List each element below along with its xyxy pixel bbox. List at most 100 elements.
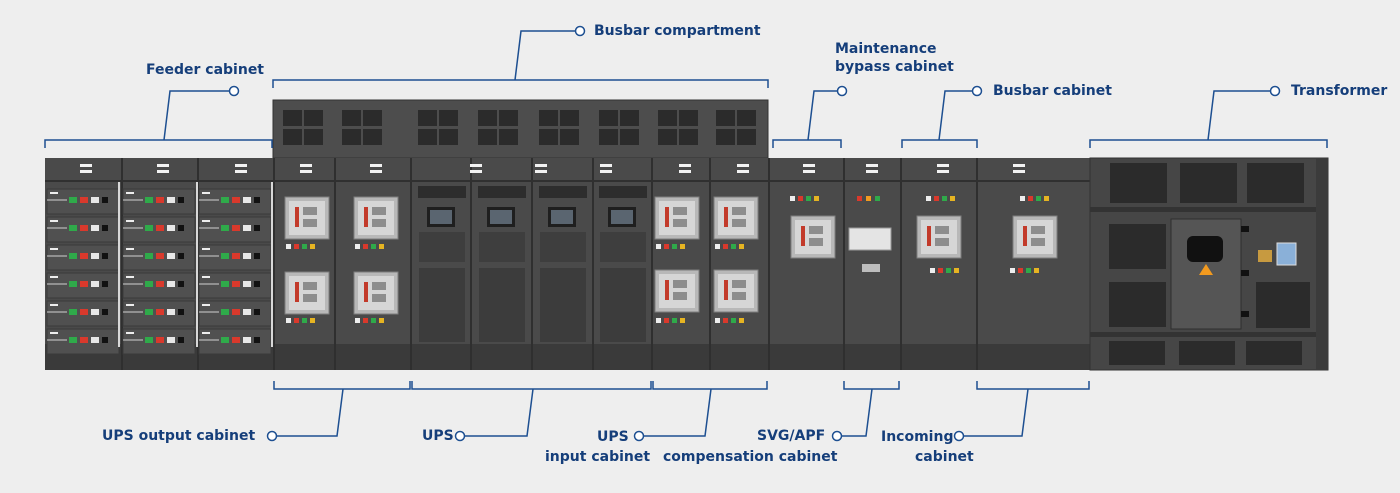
ups-screen <box>490 210 512 224</box>
indicator-red <box>80 225 88 231</box>
door-hinge <box>1241 226 1249 232</box>
switch-knob <box>254 225 260 231</box>
indicator-row <box>355 318 384 323</box>
indicator-yellow <box>379 244 384 249</box>
vent-slot <box>679 129 698 145</box>
indicator-row <box>286 318 315 323</box>
cabinet-divider <box>121 158 123 370</box>
breaker-handle-red <box>665 207 669 227</box>
vent-slot <box>716 129 735 145</box>
indicator-green <box>221 253 229 259</box>
indicator-white <box>91 253 99 259</box>
indicator-yellow <box>739 244 744 249</box>
label-marker <box>831 430 843 442</box>
indicator-green <box>875 196 880 201</box>
breaker-face <box>358 201 394 235</box>
vent-slot <box>342 129 361 145</box>
ups-unit <box>418 186 466 342</box>
label-maintenance-bypass-line1: Maintenance <box>835 41 937 57</box>
indicator-row <box>656 318 685 323</box>
indicator-green <box>145 281 153 287</box>
label-ups-input-line1: UPS <box>597 429 629 445</box>
breaker-panel <box>809 226 823 234</box>
vent-slot <box>716 110 735 126</box>
breaker-module <box>284 271 330 315</box>
ups-door-panel <box>540 268 586 342</box>
drawer-label <box>50 332 58 334</box>
indicator-red <box>934 196 939 201</box>
indicator-red <box>232 281 240 287</box>
breaker-panel <box>732 207 746 215</box>
indicator-white <box>286 244 291 249</box>
breaker-panel <box>673 292 687 300</box>
bracket-busbar-compartment <box>272 79 769 88</box>
label-busbar-cabinet: Busbar cabinet <box>993 83 1112 99</box>
vent-grille <box>418 110 458 145</box>
transformer-vent <box>1179 341 1235 365</box>
indicator-white <box>243 309 251 315</box>
cabinet-tag <box>470 170 482 173</box>
breaker-face <box>718 274 754 308</box>
indicator-white <box>91 309 99 315</box>
indicator-row <box>656 244 685 249</box>
vent-slot <box>539 129 558 145</box>
indicator-red <box>156 197 164 203</box>
indicator-green <box>1026 268 1031 273</box>
breaker-handle-red <box>801 226 805 246</box>
cabinet-tag <box>803 170 815 173</box>
cabinet-tag <box>80 170 92 173</box>
indicator-green <box>1036 196 1041 201</box>
breaker-panel <box>372 282 386 290</box>
vent-slot <box>620 110 639 126</box>
indicator-white <box>926 196 931 201</box>
vent-slot <box>737 110 756 126</box>
bracket-maintenance-bypass <box>772 139 842 148</box>
indicator-red <box>232 337 240 343</box>
indicator-red <box>232 253 240 259</box>
indicator-red <box>938 268 943 273</box>
breaker-panel <box>1031 238 1045 246</box>
cabinet-divider <box>410 158 412 370</box>
ups-door-panel <box>419 268 465 342</box>
breaker-face <box>659 274 695 308</box>
indicator-green <box>371 318 376 323</box>
indicator-green <box>371 244 376 249</box>
indicator-red <box>1028 196 1033 201</box>
vertical-bus <box>118 182 120 347</box>
switch-knob <box>178 337 184 343</box>
feeder-drawer <box>46 216 120 243</box>
vent-grille <box>599 110 639 145</box>
vent-slot <box>599 110 618 126</box>
cabinet-tag <box>1013 164 1025 167</box>
indicator-green <box>672 318 677 323</box>
leader-maintenance-bypass <box>807 90 838 141</box>
breaker-handle-red <box>1023 226 1027 246</box>
indicator-yellow <box>379 318 384 323</box>
label-marker <box>574 25 586 37</box>
indicator-white <box>243 197 251 203</box>
breaker-module <box>284 196 330 240</box>
indicator-row <box>930 268 959 273</box>
feeder-drawer <box>122 216 196 243</box>
cabinet-tag <box>535 170 547 173</box>
label-marker <box>266 430 278 442</box>
door-hinge <box>1241 311 1249 317</box>
indicator-green <box>731 318 736 323</box>
cabinet-tag <box>737 164 749 167</box>
breaker-panel <box>732 292 746 300</box>
drawer-label <box>50 304 58 306</box>
indicator-red <box>232 225 240 231</box>
switch-knob <box>102 281 108 287</box>
indicator-row <box>1010 268 1039 273</box>
feeder-drawer <box>122 188 196 215</box>
breaker-handle-red <box>364 207 368 227</box>
leader-feeder <box>163 90 230 141</box>
ups-door-panel <box>419 232 465 262</box>
breaker-face <box>358 276 394 310</box>
switch-knob <box>254 337 260 343</box>
vertical-bus <box>196 182 198 347</box>
breaker-face <box>289 276 325 310</box>
vent-slot <box>418 129 437 145</box>
breaker-module <box>654 269 700 313</box>
breaker-module <box>353 196 399 240</box>
